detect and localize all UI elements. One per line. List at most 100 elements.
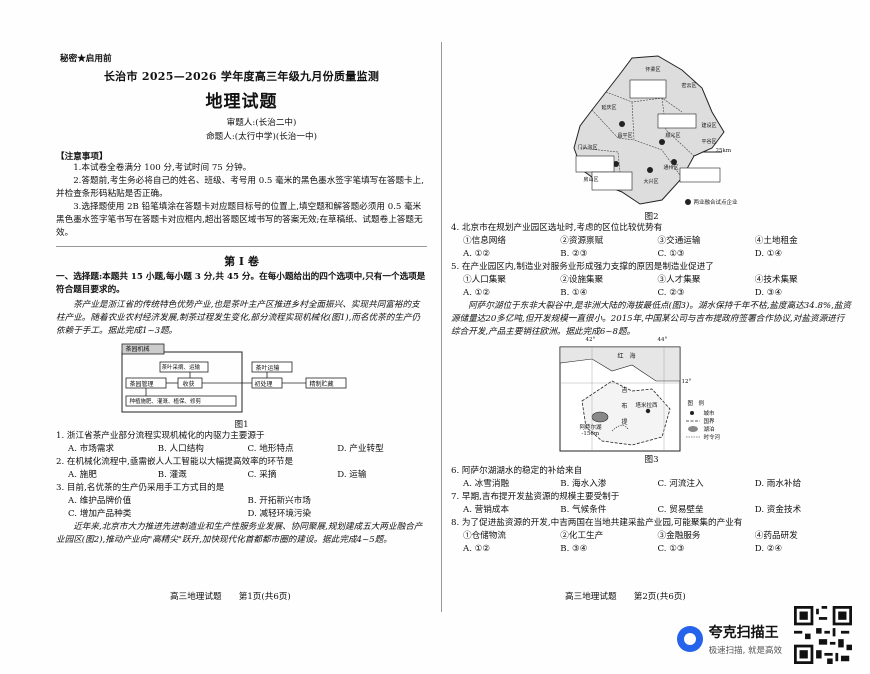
right-footer: 高三地理试题 第2页(共6页) (565, 592, 686, 602)
q2-option-d[interactable]: D. 运输 (337, 470, 367, 480)
q8-item: ③金融服务 (657, 531, 701, 541)
passage-3: 阿萨尔湖位于东非大裂谷中,是非洲大陆的海拔最低点(图3)。湖水保持千年不枯,盐度… (451, 301, 852, 337)
q4-items: ①信息网络 ②资源禀赋 ③交通运输 ④土地租金 (451, 235, 852, 248)
fig3-elev: -156m (581, 431, 600, 437)
q4-item: ④土地租金 (754, 236, 798, 246)
fig3-legend-item: 时令河 (703, 435, 721, 441)
passage-2: 近年来,北京市大力推进先进制造业和生产性服务业发展、协同聚展,规划建成五大两业融… (56, 522, 423, 545)
fig3-legend-item: 湖泊 (703, 427, 715, 433)
fig1-plant: 种植施肥、灌溉、植保、修剪 (129, 399, 202, 405)
fig3-lake: 阿萨尔湖 (579, 425, 602, 431)
q8-option-b[interactable]: B. ③④ (560, 544, 588, 554)
q6-options: A. 冰雪消融 B. 海水入渗 C. 河流注入 D. 雨水补给 (451, 478, 852, 491)
fig1-first: 初处理 (254, 381, 273, 388)
fig2-label: 密云区 (681, 83, 697, 89)
q7-stem: 7. 早期,吉布提开发盐资源的规模主要受制于 (451, 492, 620, 502)
brand-name: 夸克扫描王 (708, 625, 779, 641)
q3-options: A. 维护品牌价值 B. 开拓新兴市场 C. 增加产品种类 D. 减轻环境污染 (56, 495, 427, 521)
fig3-sea: 红 海 (617, 353, 636, 360)
q1-option-d[interactable]: D. 产业转型 (337, 444, 384, 454)
q8-items: ①仓储物流 ②化工生产 ③金融服务 ④药品研发 (451, 530, 852, 543)
q5-option-a[interactable]: A. ①② (463, 288, 491, 298)
q2-option-b[interactable]: B. 灌溉 (157, 470, 187, 480)
q5-options: A. ①② B. ①④ C. ②③ D. ③④ (451, 287, 852, 300)
q5-item: ②设施集聚 (560, 275, 604, 285)
q4-option-b[interactable]: B. ②③ (560, 249, 588, 259)
notice-title: 【注意事项】 (56, 152, 108, 162)
q7-option-b[interactable]: B. 气候条件 (560, 505, 607, 515)
q8-option-a[interactable]: A. ①② (463, 544, 491, 554)
figure-1-caption: 图1 (234, 420, 249, 430)
q1-option-b[interactable]: B. 人口结构 (157, 444, 204, 454)
right-column: 25km 延庆区 怀柔区 密云区 平谷区 昌平区 顺义区 通州区 大兴区 房山区… (435, 0, 870, 674)
fig3-capital: 塔米拉西 (635, 403, 658, 409)
q8-item: ④药品研发 (754, 531, 798, 541)
q3-option-d[interactable]: D. 减轻环境污染 (247, 509, 312, 519)
figure-3: 42° 44° 12° 红 海 吉 布 提 塔米拉西 阿萨尔湖 -156m 图 … (552, 337, 752, 453)
q2-option-a[interactable]: A. 施肥 (68, 470, 97, 480)
q3-option-c[interactable]: C. 增加产品种类 (68, 509, 132, 519)
q5-items: ①人口集聚 ②设施集聚 ③人才集聚 ④技术集聚 (451, 274, 852, 287)
fig3-legend-item: 城市 (703, 411, 715, 417)
notice-item: 1.本试卷全卷满分 100 分,考试时间 75 分钟。 (73, 163, 252, 173)
fig1-transport: 茶叶运输 (255, 365, 280, 372)
brand-slogan: 极速扫描, 就是高效 (708, 646, 782, 656)
fig2-label: 昌平区 (617, 133, 633, 139)
q1-option-a[interactable]: A. 市场需求 (68, 444, 115, 454)
q8-option-c[interactable]: C. ①③ (657, 544, 685, 554)
q5-option-b[interactable]: B. ①④ (560, 288, 588, 298)
q4-stem: 4. 北京市在规划产业园区选址时,考虑的区位比较优势有 (451, 223, 663, 233)
fig2-label: 平谷区 (701, 139, 717, 145)
q2-stem: 2. 在机械化流程中,亟需嵌人人工智能以大幅提高效率的环节是 (56, 457, 294, 467)
fig2-label: 建设区 (701, 123, 717, 129)
q3-option-b[interactable]: B. 开拓新兴市场 (247, 496, 311, 506)
q5-option-c[interactable]: C. ②③ (657, 288, 685, 298)
q5-item: ③人才集聚 (657, 275, 701, 285)
fig3-lat: 12° (681, 379, 692, 385)
fig1-pick: 茶叶采摘、运输 (161, 365, 201, 371)
q4-option-d[interactable]: D. ①④ (754, 249, 783, 259)
figure-3-caption: 图3 (644, 455, 659, 465)
volume-title: 第 Ⅰ 卷 (224, 255, 259, 268)
q6-option-c[interactable]: C. 河流注入 (657, 479, 704, 489)
q3-option-a[interactable]: A. 维护品牌价值 (68, 496, 132, 506)
q4-options: A. ①② B. ②③ C. ①③ D. ①④ (451, 248, 852, 261)
q7-option-a[interactable]: A. 营销成本 (463, 505, 510, 515)
q5-option-d[interactable]: D. ③④ (754, 288, 783, 298)
q4-item: ①信息网络 (463, 236, 506, 246)
fig3-country3: 提 (621, 419, 628, 426)
secret-label: 秘密★启用前 (60, 54, 112, 64)
fig2-label: 门头沟区 (577, 145, 598, 151)
figure-2-caption: 图2 (644, 212, 659, 222)
djibouti-map (559, 346, 700, 452)
figure-2: 25km 延庆区 怀柔区 密云区 平谷区 昌平区 顺义区 通州区 大兴区 房山区… (562, 52, 742, 212)
q4-option-c[interactable]: C. ①③ (657, 249, 685, 259)
q4-option-a[interactable]: A. ①② (463, 249, 491, 259)
q6-option-d[interactable]: D. 雨水补给 (754, 479, 802, 489)
section-intro: 一、选择题:本题共 15 小题,每小题 3 分,共 45 分。在每小题给出的四个… (56, 272, 426, 295)
fig3-lon1: 42° (585, 337, 596, 343)
q2-option-c[interactable]: C. 采摘 (247, 470, 277, 480)
scanner-logo-icon (676, 626, 703, 652)
exam-title: 长治市 2025—2026 学年度高三年级九月份质量监测 (103, 70, 380, 83)
q8-options: A. ①② B. ③④ C. ①③ D. ②④ (451, 543, 852, 556)
q1-stem: 1. 浙江省茶产业部分流程实现机械化的内驱力主要源于 (56, 431, 265, 441)
q7-option-c[interactable]: C. 贸易壁垒 (657, 505, 704, 515)
fig3-country: 吉 (621, 387, 628, 394)
left-footer: 高三地理试题 第1页(共6页) (170, 592, 291, 602)
q8-option-d[interactable]: D. ②④ (754, 544, 783, 554)
q7-option-d[interactable]: D. 资金技术 (754, 505, 802, 515)
q6-option-b[interactable]: B. 海水入渗 (560, 479, 607, 489)
q5-item: ④技术集聚 (754, 275, 798, 285)
q6-option-a[interactable]: A. 冰雪消融 (463, 479, 510, 489)
fig3-legend-item: 国界 (703, 419, 715, 425)
author: 命题人:(太行中学)(长治一中) (206, 132, 317, 142)
fig3-country2: 布 (621, 403, 628, 410)
q1-option-c[interactable]: C. 地形特点 (247, 444, 294, 454)
qr-code-icon (794, 606, 852, 664)
fig3-lon2: 44° (657, 337, 668, 343)
figure-1: 茶园机械 茶叶采摘、运输 茶园管理 收获 种植施肥、灌溉、植保、修剪 茶叶运输 … (92, 342, 392, 418)
fig1-machine-label: 茶园机械 (125, 346, 150, 353)
fig2-label: 通州区 (663, 165, 679, 171)
